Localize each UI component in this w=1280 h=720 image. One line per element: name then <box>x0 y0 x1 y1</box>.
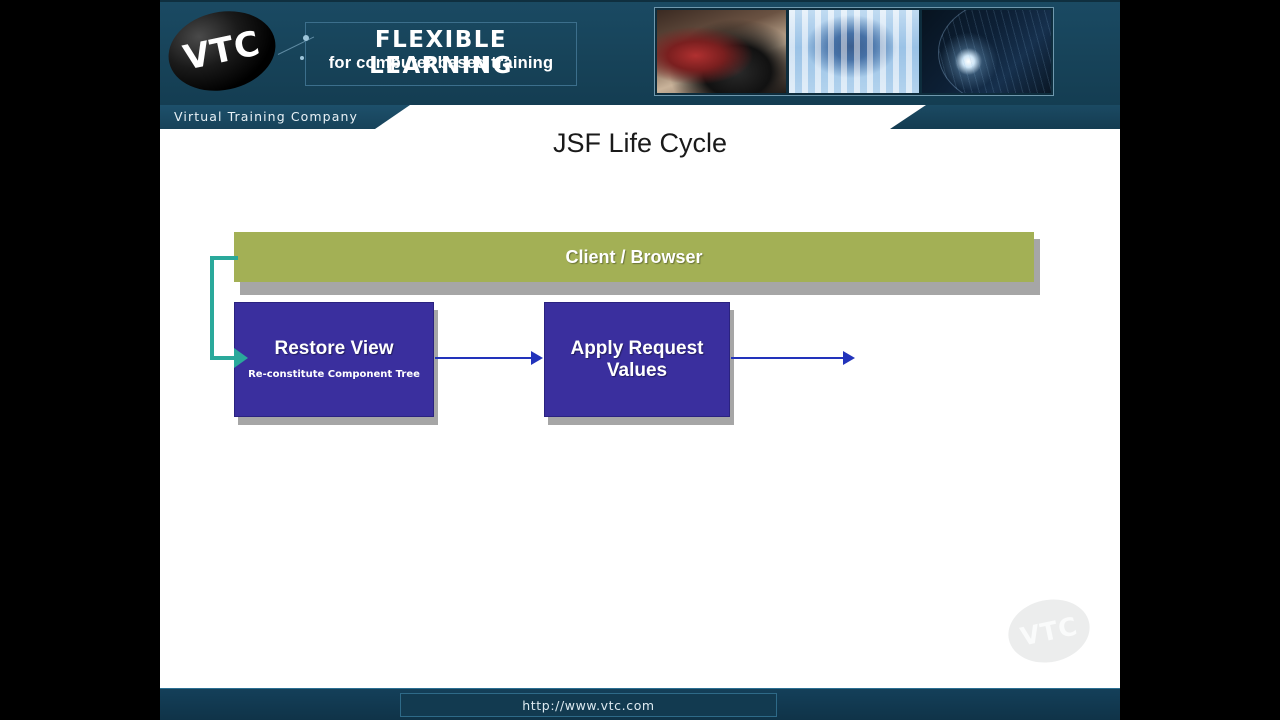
apply-request-values-box: Apply Request Values <box>544 302 730 417</box>
arrow-apply-to-next-head-icon <box>843 351 855 365</box>
footer-url-text: http://www.vtc.com <box>522 697 655 713</box>
restore-view-label: Restore View <box>274 338 394 360</box>
page-title: JSF Life Cycle <box>552 128 728 158</box>
vtc-watermark-text: VTC <box>1017 610 1081 652</box>
footer-url-plate[interactable]: http://www.vtc.com <box>400 693 777 717</box>
arrow-restore-to-apply-head-icon <box>531 351 543 365</box>
slide-footer: http://www.vtc.com <box>160 688 1120 720</box>
client-browser-box: Client / Browser <box>234 232 1034 282</box>
apply-request-values-label: Apply Request Values <box>570 338 704 381</box>
vtc-watermark: VTC <box>1002 592 1096 670</box>
tagline-secondary: for computer based training <box>328 54 554 72</box>
jsf-lifecycle-diagram: Client / Browser Restore View Re-constit… <box>160 0 1120 720</box>
dark-sphere-light-photo <box>921 10 1051 93</box>
hand-on-calculator-photo <box>657 10 787 93</box>
company-bar-label: Virtual Training Company <box>174 109 358 124</box>
client-browser-label: Client / Browser <box>565 246 703 267</box>
tagline-frame: FLEXIBLE LEARNING for computer based tra… <box>303 22 577 86</box>
businessman-blue-photo <box>789 10 919 93</box>
slide-header: VTC FLEXIBLE LEARNING for computer based… <box>160 0 1120 105</box>
company-bar-left-notch <box>160 105 410 129</box>
logo-connector-dot <box>300 56 304 60</box>
feedback-arrow-head-icon <box>234 348 248 368</box>
header-top-hairline <box>160 0 1120 2</box>
restore-view-box: Restore View Re-constitute Component Tre… <box>234 302 434 417</box>
tagline-primary: FLEXIBLE LEARNING <box>369 27 513 79</box>
feedback-arrow-bottom-segment <box>210 356 236 360</box>
feedback-arrow-vertical-segment <box>210 256 214 360</box>
arrow-apply-to-next-line <box>731 357 843 359</box>
feedback-arrow-top-segment <box>210 256 238 260</box>
company-bar: Virtual Training Company <box>160 105 1120 129</box>
arrow-restore-to-apply-line <box>435 357 531 359</box>
restore-view-sublabel: Re-constitute Component Tree <box>248 368 420 380</box>
footer-top-hairline <box>160 688 1120 689</box>
company-bar-right-notch <box>890 105 1120 129</box>
header-photo-strip <box>654 7 1054 96</box>
slide-content-area: VTC FLEXIBLE LEARNING for computer based… <box>160 0 1120 720</box>
